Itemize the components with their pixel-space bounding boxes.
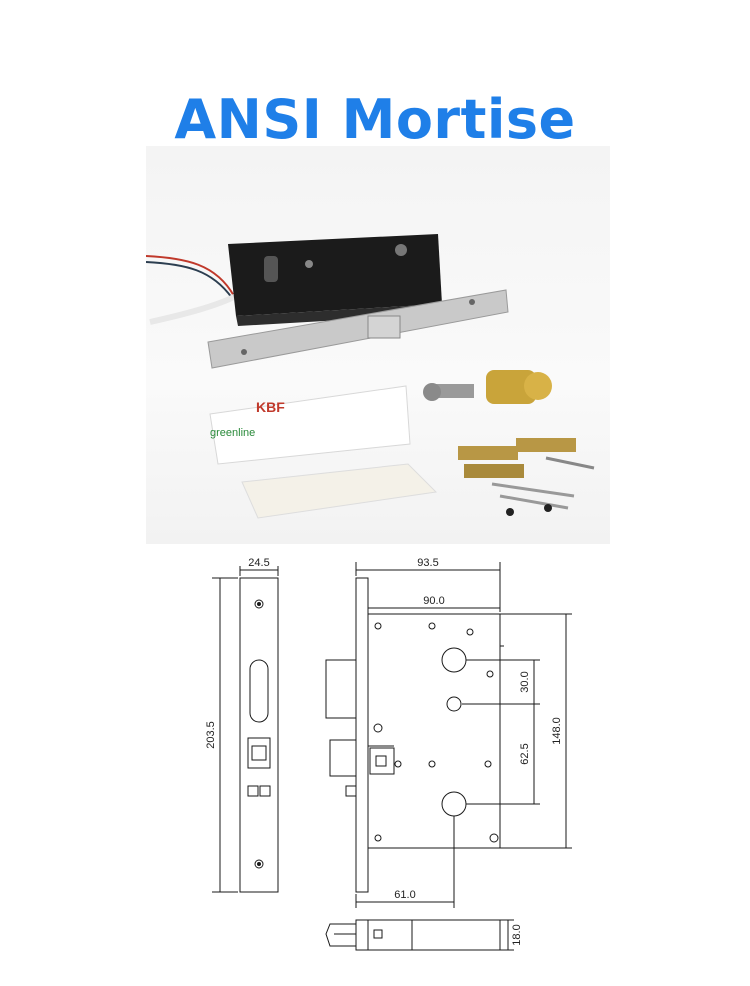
body-hole xyxy=(428,760,436,768)
dim-spindle-62-5: 62.5 xyxy=(519,743,531,764)
dim-backset: 61.0 xyxy=(394,889,415,901)
latch-block xyxy=(329,739,357,777)
faceplate-screw xyxy=(241,349,247,355)
product-photo: KBF greenline xyxy=(146,146,610,544)
latch-mechanism xyxy=(369,747,395,775)
latch-bolt xyxy=(367,315,401,339)
cable-white xyxy=(149,293,238,325)
body-hole xyxy=(486,670,494,678)
faceplate-outline xyxy=(239,577,279,893)
faceplate-square xyxy=(259,785,271,797)
dim-spindle-30: 30.0 xyxy=(519,671,531,692)
deadbolt-block xyxy=(325,659,357,719)
screw xyxy=(499,494,569,510)
faceplate-slot xyxy=(249,659,269,723)
guard-square xyxy=(345,785,357,797)
body-hole xyxy=(428,622,436,630)
wire-black xyxy=(146,261,233,299)
body-hole xyxy=(373,723,383,733)
faceplate-screw-top xyxy=(254,599,264,609)
kit-label-text: KBF xyxy=(256,399,285,415)
spindle-hole-lower xyxy=(441,791,467,817)
bottom-view-latch xyxy=(325,923,356,947)
cylinder-hole xyxy=(264,256,278,282)
dim-body-width: 90.0 xyxy=(423,595,444,607)
body-hole xyxy=(374,834,382,842)
spindle xyxy=(458,446,518,460)
body-outline xyxy=(367,613,501,849)
faceplate xyxy=(207,289,509,369)
bottom-view-outline xyxy=(355,919,501,951)
faceplate-latch xyxy=(247,737,271,769)
kit-label-brand: greenline xyxy=(210,427,255,439)
dim-faceplate-height: 203.5 xyxy=(205,721,217,749)
body-hole xyxy=(489,833,499,843)
dim-body-overall-width: 93.5 xyxy=(417,557,438,569)
key xyxy=(434,384,474,398)
spindle-hole-middle xyxy=(446,696,462,712)
body-faceplate-side xyxy=(355,577,369,893)
mortise-body xyxy=(228,234,442,316)
cylinder xyxy=(486,370,536,404)
screw xyxy=(545,456,595,470)
faceplate-screw-bottom xyxy=(254,859,264,869)
screw-hole xyxy=(305,260,313,268)
spindle-hole-upper xyxy=(441,647,467,673)
cylinder-face xyxy=(524,372,552,400)
body-hole xyxy=(466,628,474,636)
strike-box xyxy=(241,463,438,519)
page-title: ANSI Mortise xyxy=(174,88,576,151)
body-hole xyxy=(394,760,402,768)
dim-body-height: 148.0 xyxy=(551,717,563,745)
dim-faceplate-width: 24.5 xyxy=(248,557,269,569)
kit-label-strip xyxy=(209,385,411,465)
screw-head xyxy=(506,508,514,516)
faceplate-screw xyxy=(469,299,475,305)
key-head xyxy=(423,383,441,401)
body-hole xyxy=(484,760,492,768)
screw xyxy=(491,482,575,498)
spindle-hole-top xyxy=(395,244,407,256)
spindle xyxy=(464,464,524,478)
dim-thickness: 18.0 xyxy=(511,924,523,945)
spindle xyxy=(516,438,576,452)
product-photo-illustration: KBF greenline xyxy=(146,234,595,519)
screw-head xyxy=(544,504,552,512)
faceplate-square xyxy=(247,785,259,797)
wire-red xyxy=(146,255,235,297)
body-hole xyxy=(374,622,382,630)
